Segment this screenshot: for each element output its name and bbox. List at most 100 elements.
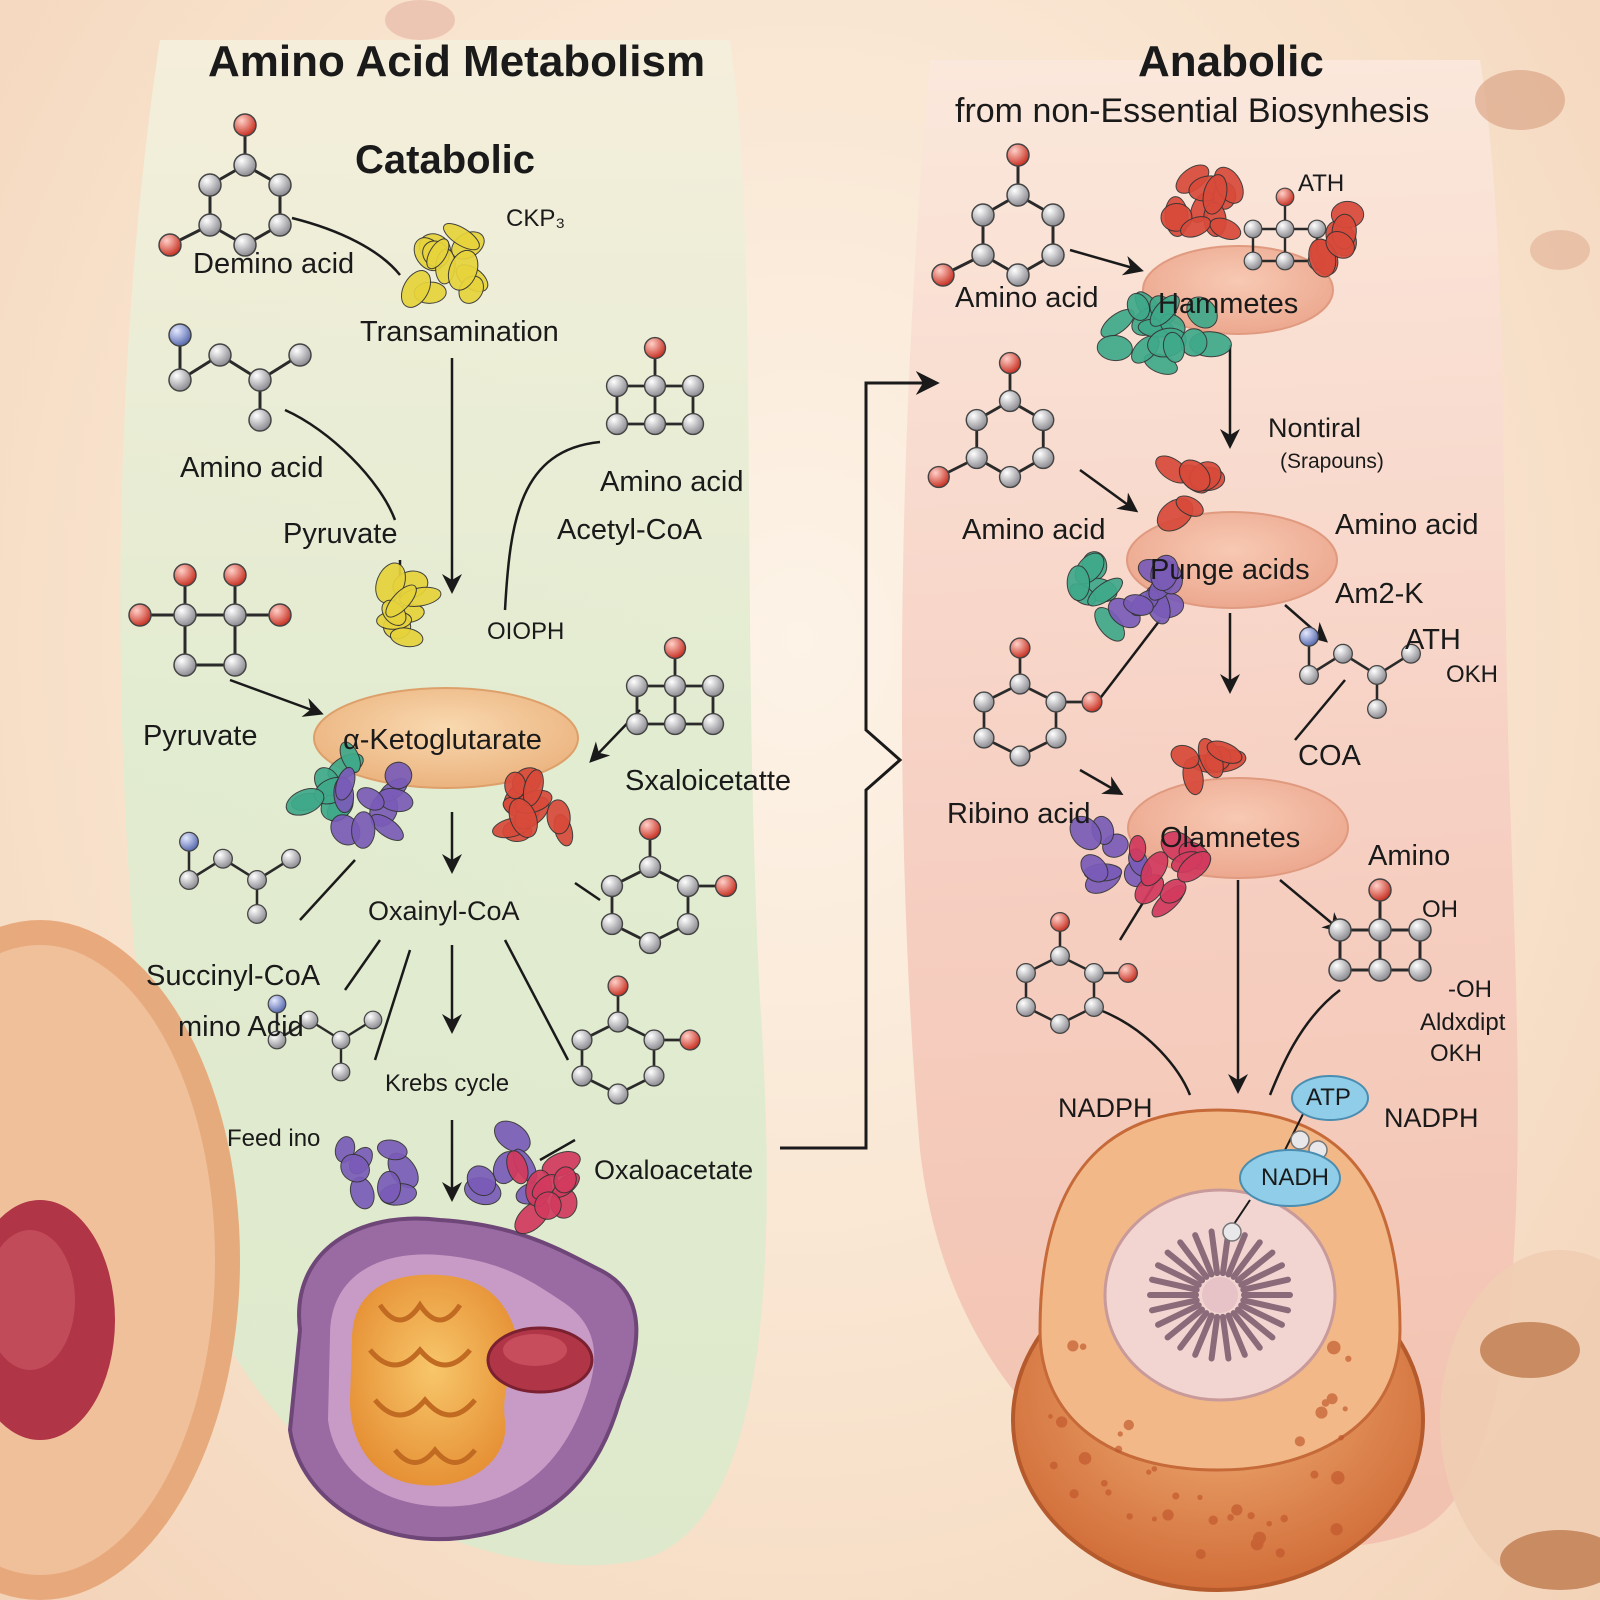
- nontiral-label: Nontiral: [1268, 413, 1362, 443]
- hammetes-label: Hammetes: [1158, 288, 1299, 320]
- pathway-connector: [1094, 619, 1161, 706]
- okh-1-label: OKH: [1446, 661, 1499, 688]
- krebs-cycle-label: Krebs cycle: [385, 1070, 510, 1097]
- protein-cluster-icon: [400, 223, 489, 308]
- oxainyl-coa-label: Oxainyl-CoA: [368, 896, 520, 926]
- molecule-icon: [1328, 878, 1432, 982]
- srapouns-label: (Srapouns): [1280, 450, 1384, 473]
- protein-cluster-icon: [1170, 738, 1247, 796]
- nadph-right-label: NADPH: [1384, 1103, 1479, 1133]
- oxaloacetate-label: Oxaloacetate: [594, 1155, 754, 1185]
- catabolic-panel: [120, 40, 767, 1566]
- ath-top-label: ATH: [1298, 170, 1345, 197]
- protein-cluster-icon: [375, 562, 442, 648]
- molecule-icons: [128, 113, 1432, 1105]
- pathway-connector: [503, 939, 570, 1061]
- molecule-icon: [600, 817, 738, 955]
- nadph-left-label: NADPH: [1058, 1093, 1153, 1123]
- amino-acid-2-label: Amino acid: [962, 514, 1106, 546]
- pathway-connector: [284, 408, 397, 521]
- molecule-icon: [605, 336, 705, 436]
- pathway-connector: [574, 881, 601, 902]
- molecule-icon: [128, 563, 292, 677]
- sxaloicetate-label: Sxaloicetatte: [625, 765, 792, 797]
- molecule-icon: [267, 994, 383, 1082]
- background-cell-left: [0, 920, 240, 1600]
- protein-cluster-icon: [1308, 200, 1365, 278]
- molecule-icon: [625, 636, 725, 736]
- protein-cluster-icon: [1066, 551, 1125, 642]
- mino-acid-label: mino Acid: [178, 1011, 304, 1043]
- pathway-connector: [299, 859, 356, 921]
- am2k-label: Am2-K: [1335, 578, 1424, 610]
- anabolic-subtitle: from non-Essential Biosynhesis: [955, 92, 1430, 130]
- protein-cluster-icon: [1128, 831, 1212, 918]
- pyruvate-lower-label: Pyruvate: [143, 720, 258, 752]
- amino-4-label: Amino: [1368, 840, 1451, 872]
- olamnetes-label: Olamnetes: [1160, 822, 1301, 854]
- molecule-icon: [927, 351, 1055, 489]
- protein-cluster-icon: [506, 1150, 581, 1235]
- ribino-acid-label: Ribino acid: [947, 798, 1091, 830]
- acetyl-coa-label: Acetyl-CoA: [557, 514, 703, 546]
- amino-acid-left-label: Amino acid: [180, 452, 324, 484]
- succinyl-coa-label: Succinyl-CoA: [146, 960, 321, 992]
- catabolic-heading: Catabolic: [355, 138, 536, 182]
- mitochondrion-icon: [287, 1216, 639, 1542]
- protein-cluster-icon: [1107, 554, 1185, 629]
- cell-icon: [1011, 1108, 1425, 1592]
- molecule-icon: [179, 831, 301, 924]
- atp-label: ATP: [1306, 1084, 1351, 1111]
- molecule-icon: [158, 113, 292, 257]
- amino-acid-right-label: Amino acid: [600, 466, 744, 498]
- oh-2-label: -OH: [1448, 976, 1492, 1003]
- amino-acid-1-label: Amino acid: [955, 282, 1099, 314]
- amino-acid-3-label: Amino acid: [1335, 509, 1479, 541]
- pathway-connector: [229, 678, 324, 717]
- background-cell-right: [385, 0, 1600, 1590]
- nadh-label: NADH: [1261, 1164, 1330, 1191]
- feed-ino-label: Feed ino: [227, 1125, 321, 1152]
- molecule-icon: [1299, 626, 1421, 719]
- demino-acid-label: Demino acid: [193, 248, 355, 280]
- atp-nadh-carrier: [1222, 1075, 1369, 1242]
- molecule-icon: [1016, 912, 1138, 1034]
- main-title: Amino Acid Metabolism: [208, 37, 706, 86]
- molecule-icon: [931, 143, 1065, 287]
- pathway-connector: [503, 440, 601, 611]
- transamination-label: Transamination: [360, 316, 559, 348]
- protein-cluster-icon: [334, 1136, 419, 1210]
- oh-1-label: OH: [1422, 896, 1458, 923]
- pathway-connector: [291, 216, 401, 276]
- pathway-connector: [1069, 248, 1144, 276]
- pathway-connector: [1079, 768, 1124, 795]
- ckp3-label: CKP₃: [506, 205, 566, 232]
- pathway-connector: [343, 939, 382, 991]
- pathway-connector: [1279, 879, 1344, 933]
- protein-cluster-icon: [1155, 455, 1226, 532]
- pathway-connector: [1079, 468, 1139, 513]
- pathway-connector: [1099, 1008, 1192, 1096]
- protein-cluster-icon: [330, 761, 414, 849]
- pathway-connector: [1294, 679, 1346, 741]
- molecule-icon: [168, 323, 312, 432]
- oioph-label: OIOPH: [487, 618, 565, 645]
- protein-cluster-icon: [1147, 294, 1232, 363]
- alpha-ketoglutarate-label: α-Ketoglutarate: [343, 724, 542, 756]
- molecule-icon: [1243, 187, 1327, 271]
- panel-connector-arrow: [780, 371, 940, 1150]
- pathway-connector: [373, 949, 412, 1061]
- okh-2-label: OKH: [1430, 1040, 1483, 1067]
- alpha-ketoglutarate-node: [313, 687, 579, 789]
- anabolic-heading: Anabolic: [1138, 37, 1324, 86]
- aldxdipt-label: Aldxdipt: [1420, 1009, 1506, 1036]
- coa-label: COA: [1298, 740, 1361, 772]
- pathway-connector: [539, 1138, 576, 1162]
- pyruvate-upper-label: Pyruvate: [283, 518, 398, 550]
- molecule-icon: [571, 975, 701, 1105]
- ath-mid-label: ATH: [1405, 624, 1461, 656]
- pathway-connector: [1268, 989, 1341, 1096]
- molecule-icon: [973, 637, 1103, 767]
